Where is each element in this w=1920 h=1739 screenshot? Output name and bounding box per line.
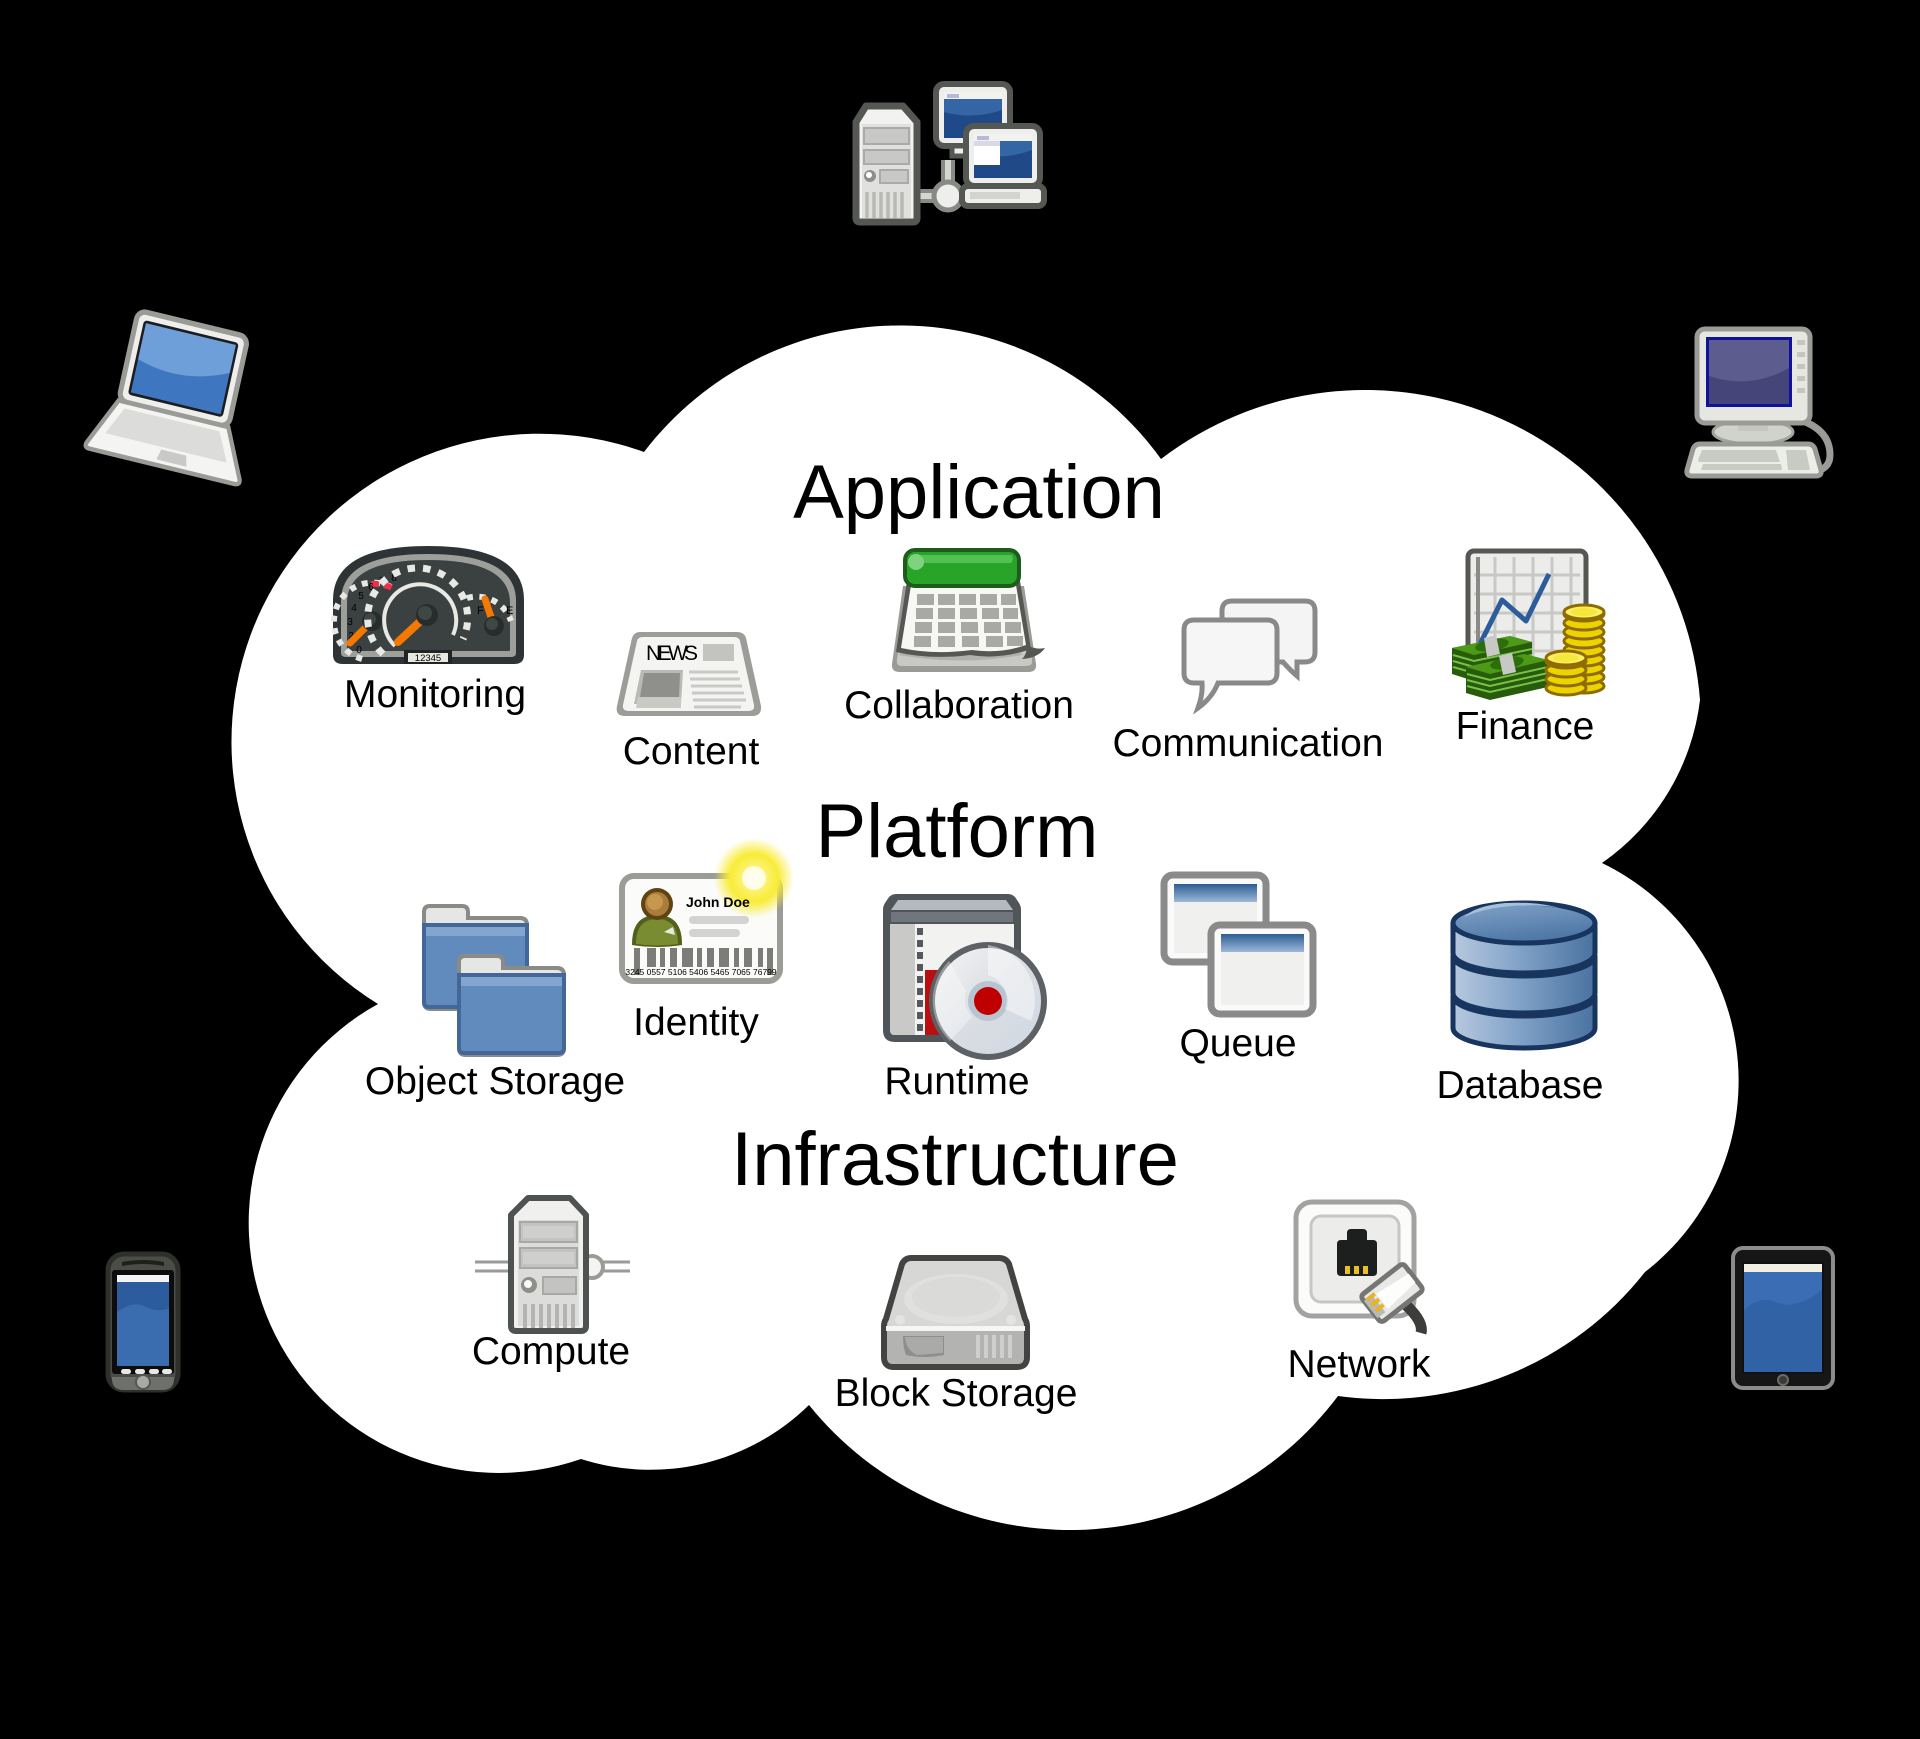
svg-text:Infrastructure: Infrastructure (731, 1117, 1179, 1202)
svg-text:Object Storage: Object Storage (365, 1060, 625, 1103)
svg-text:Compute: Compute (472, 1330, 630, 1373)
svg-text:Network: Network (1287, 1343, 1431, 1386)
svg-text:Application: Application (793, 450, 1165, 535)
svg-text:NEWS: NEWS (646, 642, 698, 665)
svg-text:John Doe: John Doe (686, 894, 750, 910)
svg-text:2: 2 (348, 631, 354, 642)
svg-text:Database: Database (1437, 1064, 1604, 1107)
svg-text:Queue: Queue (1179, 1022, 1296, 1065)
svg-text:Monitoring: Monitoring (344, 673, 526, 716)
svg-text:3: 3 (347, 617, 353, 628)
svg-text:Platform: Platform (816, 789, 1099, 874)
svg-text:6: 6 (368, 582, 374, 593)
svg-text:8: 8 (391, 573, 397, 584)
svg-text:Content: Content (623, 730, 760, 773)
svg-text:Collaboration: Collaboration (844, 684, 1074, 727)
svg-text:E: E (506, 605, 513, 617)
svg-text:3245 0557 5106 5406 5465 7065: 3245 0557 5106 5406 5465 7065 76799 (625, 967, 777, 977)
svg-text:Finance: Finance (1456, 705, 1595, 748)
svg-text:Block Storage: Block Storage (835, 1372, 1078, 1415)
svg-text:12345: 12345 (415, 653, 441, 664)
svg-text:4: 4 (351, 603, 357, 614)
svg-text:Identity: Identity (633, 1001, 759, 1044)
svg-text:Runtime: Runtime (884, 1060, 1029, 1103)
svg-text:F: F (477, 605, 484, 617)
svg-text:Communication: Communication (1113, 722, 1384, 765)
svg-text:0: 0 (356, 645, 362, 656)
svg-text:5: 5 (358, 591, 364, 602)
